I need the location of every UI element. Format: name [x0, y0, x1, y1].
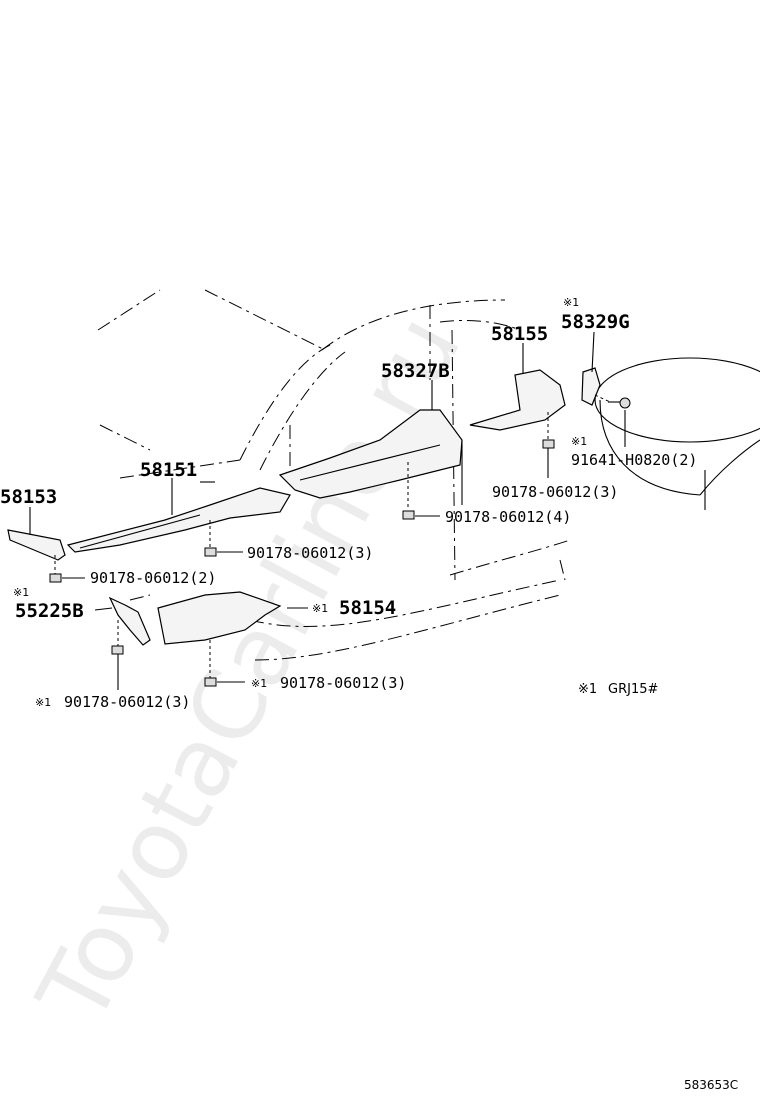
label-nut-58154: 90178-06012(3) [280, 674, 406, 692]
label-58154-mark: ※1 [312, 602, 328, 615]
leader-lines [29, 331, 626, 690]
part-58154-shape [157, 591, 282, 645]
label-nut-58155: 90178-06012(3) [492, 483, 618, 501]
nut-icon [542, 439, 555, 449]
part-58155-shape [469, 369, 566, 431]
label-nut-58154-mark: ※1 [251, 677, 267, 690]
legend-mark: ※1 [578, 682, 597, 697]
label-58151: 58151 [140, 459, 197, 481]
label-55225b-mark: ※1 [13, 586, 29, 599]
label-58153: 58153 [0, 486, 57, 508]
label-nut-58153: 90178-06012(2) [90, 569, 216, 587]
part-58153-shape [7, 529, 66, 561]
spare-tire [594, 357, 760, 510]
label-bolt-mark: ※1 [571, 435, 587, 448]
label-58329g-mark: ※1 [563, 296, 579, 309]
nut-icon [111, 645, 124, 655]
diagram-code: 583653C [684, 1078, 738, 1092]
label-nut-55225b: 90178-06012(3) [64, 693, 190, 711]
label-nut-58151: 90178-06012(3) [247, 544, 373, 562]
label-58154: 58154 [339, 597, 396, 619]
label-55225b: 55225B [15, 600, 84, 622]
label-58327b: 58327B [381, 360, 450, 382]
attachment-lines [54, 394, 611, 678]
label-58329g: 58329G [561, 311, 630, 333]
part-58327b-shape [278, 409, 463, 499]
part-58329g-shape [581, 367, 601, 406]
bolt-91641-icon [608, 397, 631, 409]
label-nut-55225b-mark: ※1 [35, 696, 51, 709]
nut-icon [204, 677, 217, 687]
vehicle-body-outline [97, 289, 571, 661]
nut-icon [204, 547, 217, 557]
watermark: ToyotaCarline.ru [16, 297, 483, 1041]
nut-icon [402, 510, 415, 520]
label-bolt: 91641-H0820(2) [571, 451, 697, 469]
part-55225b-shape [108, 596, 151, 646]
nut-icon [49, 573, 62, 583]
legend-text: GRJ15# [608, 682, 658, 697]
label-58155: 58155 [491, 323, 548, 345]
label-nut-58327b: 90178-06012(4) [445, 508, 571, 526]
part-58151-shape [66, 487, 291, 553]
